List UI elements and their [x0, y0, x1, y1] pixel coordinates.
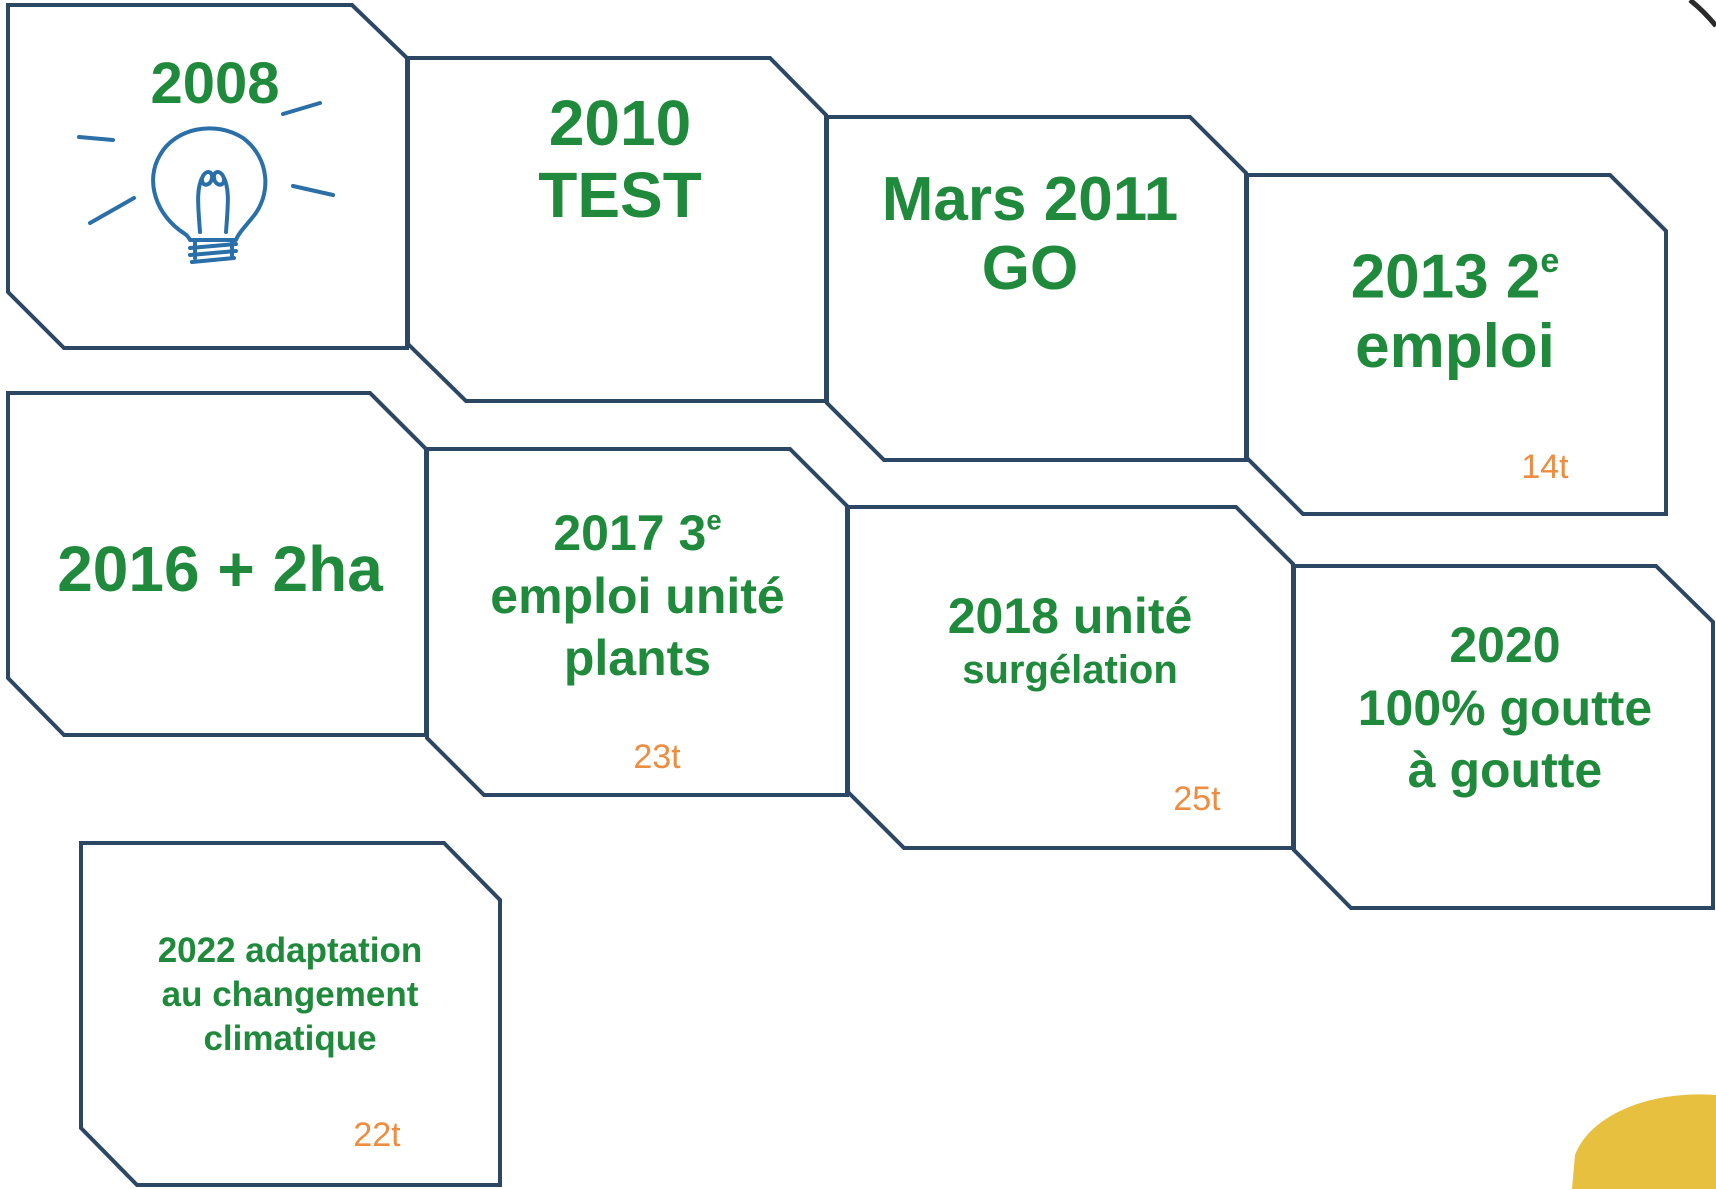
milestone-2018-line1: 2018 unité: [947, 588, 1193, 644]
milestone-2018-line2: surgélation: [962, 648, 1178, 692]
milestone-2022: 2022 adaptation au changement climatique: [120, 929, 460, 1060]
milestone-2008-title: 2008: [110, 51, 320, 117]
milestone-2022-line1: 2022 adaptation: [157, 931, 423, 970]
milestone-2011: Mars 2011 GO: [860, 165, 1200, 304]
tile-2013-shape: [1245, 173, 1668, 516]
tile-2020-shape: [1292, 564, 1715, 910]
milestone-2013: 2013 2e emploi: [1290, 242, 1620, 381]
milestone-2022-tonnage: 22t: [353, 1116, 401, 1154]
yellow-blob-decoration: [1572, 1094, 1716, 1189]
milestone-2010: 2010 TEST: [470, 87, 770, 231]
tile-2022-shape: [79, 841, 502, 1187]
milestone-2016-text: 2016 + 2ha: [57, 533, 383, 605]
milestone-2013-tonnage: 14t: [1521, 448, 1569, 486]
milestone-2016-title: 2016 + 2ha: [30, 533, 410, 606]
milestone-2018-tonnage: 25t: [1173, 780, 1221, 818]
lightbulb-icon: [77, 101, 335, 264]
milestone-2018: 2018 unité surgélation: [880, 588, 1260, 693]
milestone-2010-line2: TEST: [538, 158, 702, 231]
tile-2008-shape: [6, 2, 409, 350]
milestone-2020-line1: 2020: [1449, 617, 1561, 673]
milestone-2017-line3: plants: [563, 630, 712, 686]
milestone-2017-line1: 2017 3: [553, 505, 707, 561]
milestone-2011-line1: Mars 2011: [881, 165, 1179, 234]
milestone-2022-line3: climatique: [203, 1018, 377, 1058]
milestone-2020-line3: à goutte: [1407, 742, 1603, 798]
milestone-2008-text: 2008: [150, 51, 280, 116]
milestone-2022-line2: au changement: [161, 974, 419, 1014]
milestone-2013-line1: 2013 2: [1350, 242, 1541, 312]
milestone-2017-line2: emploi unité: [490, 567, 785, 624]
tile-2011-shape: [825, 115, 1248, 462]
milestone-2013-line2: emploi: [1355, 312, 1555, 381]
milestone-2017-tonnage: 23t: [633, 738, 681, 776]
milestone-2020-line2: 100% goutte: [1357, 679, 1653, 736]
tile-2017-shape: [425, 447, 849, 797]
milestone-2017: 2017 3e emploi unité plants: [460, 502, 815, 690]
corner-arc-decoration: [1688, 0, 1716, 28]
milestone-2013-sup: e: [1540, 242, 1560, 280]
milestone-2010-line1: 2010: [548, 87, 692, 159]
milestone-2017-sup: e: [706, 504, 722, 536]
milestone-2020: 2020 100% goutte à goutte: [1320, 614, 1690, 802]
milestone-2011-line2: GO: [981, 234, 1079, 304]
